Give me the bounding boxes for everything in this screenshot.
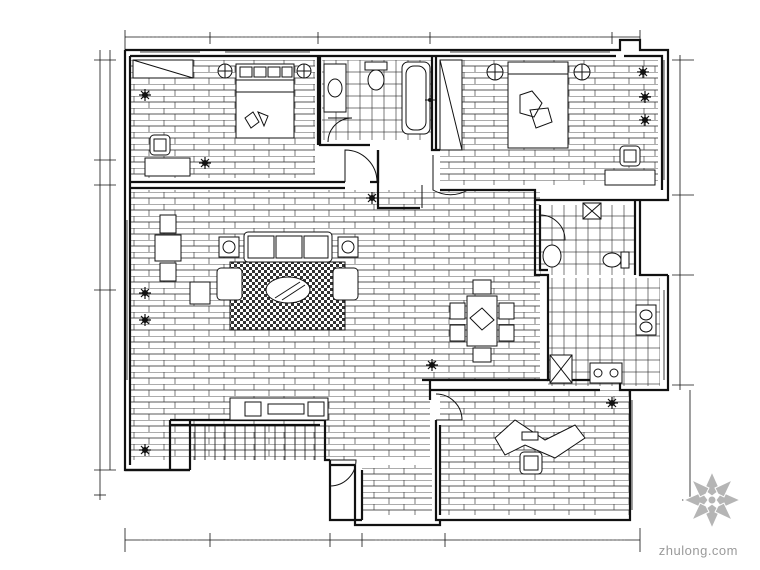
dining-chair-icon — [472, 347, 492, 363]
armchair-left — [216, 267, 243, 301]
tv-icon — [267, 403, 305, 415]
plants — [139, 66, 651, 456]
toilet-tank — [364, 61, 388, 71]
living-room — [154, 214, 359, 331]
toilet-icon — [602, 252, 622, 268]
dining-chair-icon — [472, 279, 492, 295]
speaker-icon — [307, 401, 325, 417]
plant-icon — [426, 359, 438, 371]
dining-chair-icon — [498, 302, 515, 320]
dimension-right — [672, 55, 698, 501]
chair-icon — [159, 214, 177, 234]
plant-icon — [139, 89, 151, 101]
dimension-top — [124, 30, 641, 50]
plant-icon — [199, 157, 211, 169]
plant-icon — [139, 287, 151, 299]
study — [494, 419, 586, 475]
stair-lines — [194, 425, 316, 460]
plant-icon — [606, 397, 618, 409]
sink-icon — [327, 78, 343, 98]
right-bedroom — [439, 59, 656, 186]
doors — [327, 117, 566, 487]
desk-right — [604, 169, 656, 186]
bed-headboard-right — [507, 61, 569, 75]
ottoman — [189, 281, 211, 305]
bathroom — [323, 61, 431, 135]
walls — [123, 38, 670, 527]
plant-icon — [639, 114, 651, 126]
dining-chair-icon — [498, 324, 515, 342]
sink-icon — [542, 244, 562, 268]
plant-icon — [366, 192, 378, 204]
monitor-icon — [521, 431, 539, 441]
tv-console — [229, 397, 329, 421]
dimension-left — [94, 50, 116, 500]
dining-area — [449, 279, 515, 363]
speaker-icon — [244, 401, 262, 417]
wc-right — [542, 202, 630, 269]
watermark-text: zhulong.com — [658, 543, 738, 558]
left-bedroom — [132, 59, 312, 177]
corner-desk — [494, 419, 586, 459]
dining-chair-icon — [449, 324, 466, 342]
toilet-icon — [367, 69, 385, 91]
windows — [126, 51, 665, 510]
plant-icon — [139, 314, 151, 326]
plant-icon — [425, 95, 435, 105]
chair-icon — [159, 262, 177, 282]
desk-left — [144, 157, 191, 177]
kitchen — [549, 304, 657, 384]
corridor-floor — [362, 465, 432, 515]
stove-icon — [589, 362, 623, 384]
armchair-icon — [154, 234, 182, 262]
armchair-right — [332, 267, 359, 301]
dining-chair-icon — [449, 302, 466, 320]
plant-icon — [637, 66, 649, 78]
dimension-bottom — [124, 528, 641, 552]
plant-icon — [139, 444, 151, 456]
zhulong-flower-logo — [682, 470, 742, 530]
plant-icon — [639, 91, 651, 103]
